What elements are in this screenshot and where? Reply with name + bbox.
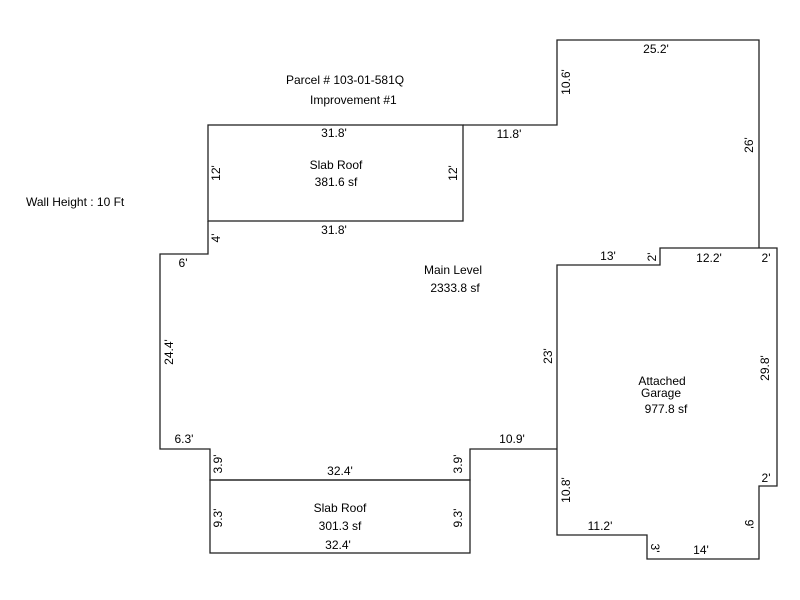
slab-roof-top-area: 381.6 sf: [315, 175, 358, 189]
slab-roof-bottom-area: 301.3 sf: [319, 519, 362, 533]
dim-label: 3.9': [451, 455, 465, 474]
main-level-lower-outline: [159, 221, 557, 481]
dim-label: 26': [742, 137, 756, 153]
dim-label: 25.2': [643, 42, 669, 56]
dim-label: 3.9': [211, 455, 225, 474]
dim-label: 3': [648, 544, 662, 553]
slab-roof-top-name: Slab Roof: [310, 158, 363, 172]
slab-roof-top-outline: [207, 124, 464, 222]
improvement-label: Improvement #1: [310, 93, 397, 107]
main-level-area: 2333.8 sf: [430, 281, 480, 295]
wall-height: Wall Height : 10 Ft: [26, 195, 125, 209]
dim-label: 10.6': [559, 69, 573, 95]
dim-label: 6': [179, 256, 188, 270]
main-level-name: Main Level: [424, 263, 482, 277]
dim-label: 13': [600, 249, 616, 263]
garage-outline: [556, 247, 778, 560]
dim-label: 32.4': [325, 538, 351, 552]
dim-label: 10.8': [559, 477, 573, 503]
parcel-number: Parcel # 103-01-581Q: [286, 73, 404, 87]
dim-label: 4': [209, 234, 223, 243]
dim-label: 11.8': [497, 127, 522, 141]
dim-label: 6.3': [175, 432, 194, 446]
garage-name-2: Garage: [641, 386, 681, 400]
garage-area: 977.8 sf: [645, 402, 688, 416]
dim-label: 9': [742, 520, 756, 529]
dim-label: 12.2': [696, 251, 722, 265]
slab-roof-bottom-name: Slab Roof: [314, 501, 367, 515]
dim-label: 31.8': [321, 126, 347, 140]
dim-label: 12': [209, 165, 223, 181]
dim-label: 32.4': [327, 464, 353, 478]
dim-label: 23': [541, 348, 555, 364]
slab-roof-bottom-outline: [209, 479, 471, 554]
dim-label: 29.8': [758, 355, 772, 381]
dim-label: 31.8': [321, 223, 347, 237]
dim-label: 2': [645, 253, 659, 262]
dim-label: 10.9': [499, 432, 525, 446]
main-level-upper-outline: [463, 39, 760, 248]
dim-label: 2': [762, 471, 771, 485]
dim-label: 12': [446, 165, 460, 181]
dim-label: 9.3': [211, 509, 225, 528]
dim-label: 9.3': [451, 509, 465, 528]
dim-label: 14': [693, 543, 709, 557]
dim-label: 24.4': [162, 339, 176, 365]
dim-label: 11.2': [588, 519, 613, 533]
garage-name-1: Attached: [638, 374, 685, 388]
dim-label: 2': [762, 251, 771, 265]
